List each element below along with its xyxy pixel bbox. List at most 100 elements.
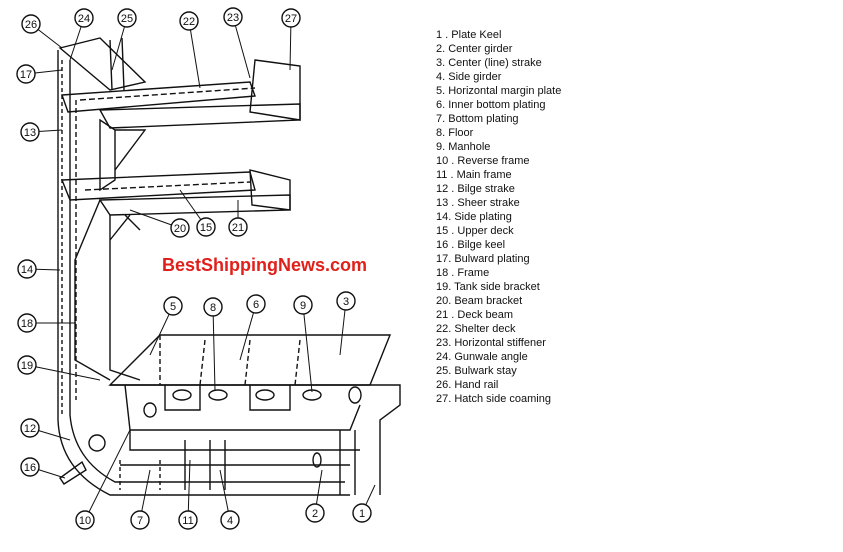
- callout-number: 8: [210, 302, 216, 314]
- callout-circle: [203, 297, 223, 317]
- callout-number: 7: [137, 515, 143, 527]
- callout-number: 22: [183, 16, 195, 28]
- callout-number: 21: [232, 222, 244, 234]
- callout-circle: [223, 7, 243, 27]
- callout-circle: [21, 14, 41, 34]
- callout-circle: [170, 218, 190, 238]
- legend-item: 12 . Bilge strake: [436, 183, 515, 195]
- callout-number: 23: [227, 12, 239, 24]
- callout-circle: [220, 510, 240, 530]
- callout-number: 4: [227, 515, 233, 527]
- callout-19: 19: [17, 355, 101, 381]
- leader-line: [187, 459, 191, 521]
- callout-circle: [305, 503, 325, 523]
- callout-circle: [75, 510, 95, 530]
- callout-5: 5: [149, 296, 183, 356]
- leader-line: [188, 20, 201, 89]
- callout-circle: [17, 259, 37, 279]
- callout-number: 19: [21, 360, 33, 372]
- legend-item: 27. Hatch side coaming: [436, 393, 551, 405]
- callout-7: 7: [130, 469, 151, 530]
- callout-number: 3: [343, 296, 349, 308]
- callout-6: 6: [239, 294, 266, 361]
- callout-number: 6: [253, 299, 259, 311]
- callout-18: 18: [17, 313, 76, 333]
- callout-20: 20: [129, 209, 190, 238]
- callout-9: 9: [293, 295, 313, 393]
- callout-number: 2: [312, 508, 318, 520]
- legend-item: 19. Tank side bracket: [436, 281, 540, 293]
- callout-3: 3: [336, 291, 356, 356]
- callout-26: 26: [21, 14, 63, 49]
- legend-item: 6. Inner bottom plating: [436, 99, 546, 111]
- callout-circle: [117, 8, 137, 28]
- callout-number: 12: [24, 423, 36, 435]
- legend-item: 4. Side girder: [436, 71, 502, 83]
- callout-circle: [163, 296, 183, 316]
- callout-21: 21: [228, 200, 248, 237]
- legend-item: 20. Beam bracket: [436, 295, 523, 307]
- callout-14: 14: [17, 259, 61, 279]
- parts-legend: 1 . Plate Keel 2. Center girder 3. Center …: [436, 28, 561, 406]
- callout-circle: [20, 122, 40, 142]
- callout-number: 17: [20, 69, 32, 81]
- hull-structure: [57, 37, 401, 496]
- callout-number: 20: [174, 223, 186, 235]
- callout-2: 2: [305, 469, 325, 523]
- callout-circle: [179, 11, 199, 31]
- legend-item: 11 . Main frame: [436, 169, 512, 181]
- legend-item: 21 . Deck beam: [436, 309, 514, 321]
- callout-circle: [228, 217, 248, 237]
- callout-number: 1: [359, 508, 365, 520]
- leader-line: [232, 16, 251, 79]
- legend-item: 14. Side plating: [436, 211, 512, 223]
- callout-24: 24: [69, 8, 94, 61]
- callout-13: 13: [20, 122, 63, 142]
- leader-line: [212, 306, 216, 391]
- legend-item: 2. Center girder: [436, 43, 513, 55]
- callout-number: 9: [300, 300, 306, 312]
- leader-line: [239, 303, 257, 361]
- callout-22: 22: [179, 11, 201, 89]
- callout-11: 11: [178, 459, 198, 530]
- callout-circle: [74, 8, 94, 28]
- callout-circle: [246, 294, 266, 314]
- callout-16: 16: [20, 457, 66, 479]
- callout-number: 13: [24, 127, 36, 139]
- callout-number: 25: [121, 13, 133, 25]
- legend-item: 24. Gunwale angle: [436, 351, 528, 363]
- callout-23: 23: [223, 7, 251, 79]
- callout-circle: [130, 510, 150, 530]
- callout-number: 15: [200, 222, 212, 234]
- callout-circle: [17, 355, 37, 375]
- callout-circle: [281, 8, 301, 28]
- legend-item: 1 . Plate Keel: [436, 29, 502, 41]
- callout-number: 27: [285, 13, 297, 25]
- legend-item: 3. Center (line) strake: [436, 57, 542, 69]
- callout-8: 8: [203, 297, 223, 391]
- legend-item: 5. Horizontal margin plate: [436, 85, 562, 97]
- leader-line: [302, 304, 313, 393]
- callout-number: 5: [170, 301, 176, 313]
- legend-item: 22. Shelter deck: [436, 323, 516, 335]
- callout-number: 26: [25, 19, 37, 31]
- legend-item: 16 . Bilge keel: [436, 239, 506, 251]
- legend-item: 18 . Frame: [436, 267, 490, 279]
- callout-12: 12: [20, 418, 71, 441]
- callout-circle: [178, 510, 198, 530]
- callout-10: 10: [75, 429, 131, 530]
- callout-circle: [20, 418, 40, 438]
- callout-27: 27: [281, 8, 301, 71]
- callout-1: 1: [352, 484, 376, 523]
- callout-number: 24: [78, 13, 90, 25]
- callout-4: 4: [219, 469, 240, 530]
- callout-number: 18: [21, 318, 33, 330]
- callout-circle: [16, 64, 36, 84]
- callout-circle: [196, 217, 216, 237]
- legend-item: 15 . Upper deck: [436, 225, 514, 237]
- watermark-text: BestShippingNews.com: [162, 255, 368, 275]
- callout-circle: [293, 295, 313, 315]
- legend-item: 26. Hand rail: [436, 379, 499, 391]
